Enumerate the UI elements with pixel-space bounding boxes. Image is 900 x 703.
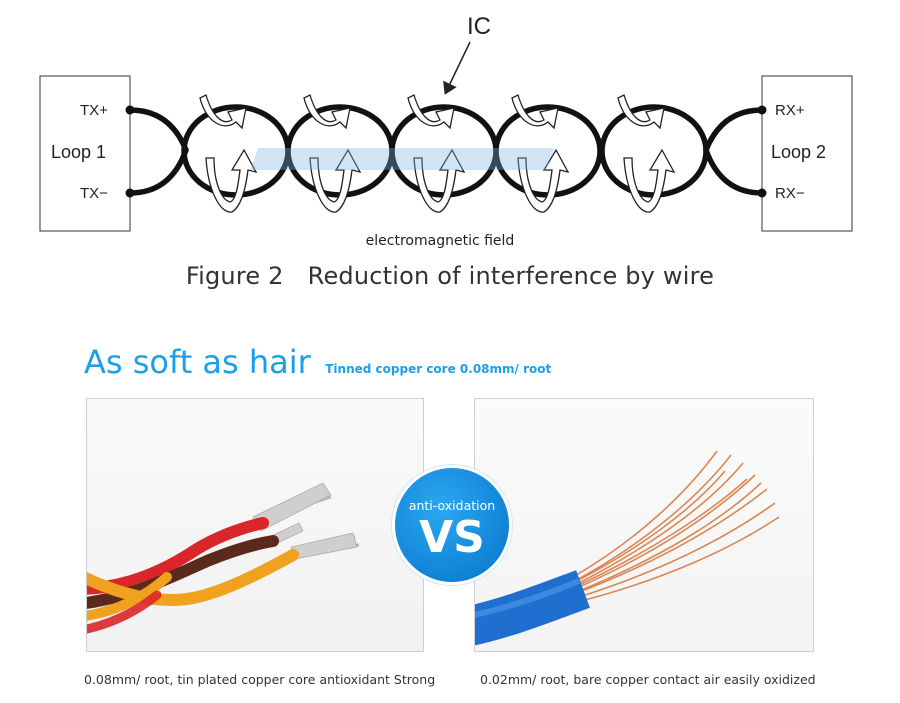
loop2-box (761, 75, 853, 232)
field-arrow-icon (309, 148, 362, 213)
figure-number: Figure 2 (185, 262, 284, 290)
anti-oxidation-label: anti-oxidation (408, 498, 496, 513)
right-caption: 0.02mm/ root, bare copper contact air ea… (480, 672, 816, 687)
brown-wire (87, 535, 279, 609)
field-arrow-icon (303, 94, 351, 130)
field-arrow-icon (617, 94, 665, 130)
copper-strands (572, 450, 780, 602)
bare-copper-photo (474, 398, 814, 652)
field-label: electromagnetic field (365, 233, 515, 249)
field-arrow-icon (199, 94, 247, 130)
field-arrow-icon (205, 148, 258, 213)
figure-caption: Figure 2 Reduction of interference by wir… (0, 262, 900, 290)
loop1-label: Loop 1 (51, 142, 106, 162)
twisted-pair-diagram: TX+ Loop 1 TX− RX+ Loop 2 RX− (39, 13, 853, 232)
ic-pointer-arrow (443, 41, 471, 95)
field-arrow-icon (517, 148, 570, 213)
feature-headline: As soft as hair (84, 343, 311, 381)
tx-plus-label: TX+ (80, 102, 108, 119)
loop2-label: Loop 2 (771, 142, 826, 162)
rx-minus-label: RX− (775, 185, 805, 202)
rx-plus-label: RX+ (775, 102, 805, 119)
orange-wire (87, 549, 299, 606)
left-caption: 0.08mm/ root, tin plated copper core ant… (84, 672, 436, 687)
watermark (250, 148, 555, 170)
ic-label: IC (467, 13, 491, 40)
field-arrow-icon (623, 148, 676, 213)
loop1-box (39, 75, 131, 232)
twisted-pair-wire (127, 104, 765, 198)
vs-badge: anti-oxidation VS (392, 465, 512, 585)
field-swirls (199, 94, 676, 213)
figure-title: Reduction of interference by wire (307, 262, 715, 290)
field-arrow-icon (407, 94, 455, 130)
feature-headline-row: As soft as hair Tinned copper core 0.08m… (84, 343, 551, 381)
field-arrow-icon (413, 148, 466, 213)
field-arrow-icon (511, 94, 559, 130)
tinned-wire-photo (86, 398, 424, 652)
feature-subheadline: Tinned copper core 0.08mm/ root (325, 362, 552, 376)
blue-insulation (475, 570, 590, 646)
tx-minus-label: TX− (80, 185, 108, 202)
vs-label: VS (419, 512, 485, 563)
